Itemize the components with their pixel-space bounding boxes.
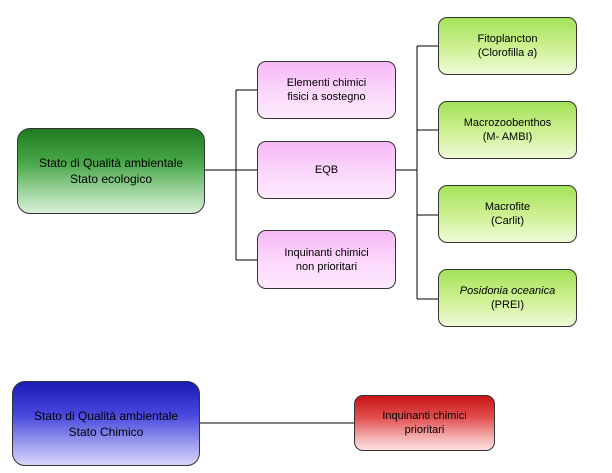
root-ecologico-line2: Stato ecologico bbox=[69, 172, 153, 186]
fitoplancton-index-prefix: (Clorofilla bbox=[477, 47, 528, 59]
node-posidonia-oceanica: Posidonia oceanica (PREI) bbox=[438, 269, 577, 327]
elementi-line2: fisici a sostegno bbox=[287, 91, 366, 103]
fitoplancton-index: (Clorofilla a) bbox=[478, 46, 537, 60]
root-chimico-line2: Stato Chimico bbox=[68, 424, 144, 439]
node-macrofite: Macrofite (Carlit) bbox=[438, 185, 577, 243]
macrozoobenthos-index: (M- AMBI) bbox=[482, 131, 533, 143]
node-macrozoobenthos: Macrozoobenthos (M- AMBI) bbox=[438, 101, 577, 159]
fitoplancton-name: Fitoplancton bbox=[477, 33, 538, 45]
fitoplancton-index-italic: a bbox=[527, 47, 534, 59]
node-eqb: EQB bbox=[257, 141, 396, 199]
macrofite-name: Macrofite bbox=[484, 201, 531, 213]
node-inquinanti-prioritari: Inquinanti chimici prioritari bbox=[354, 395, 495, 451]
elementi-line1: Elementi chimici bbox=[286, 77, 367, 89]
inquinanti-non-line1: Inquinanti chimici bbox=[284, 246, 369, 259]
inquinanti-prior-line2: prioritari bbox=[404, 424, 445, 436]
fitoplancton-index-suffix: ) bbox=[533, 47, 538, 59]
posidonia-name: Posidonia oceanica bbox=[459, 285, 556, 297]
macrofite-index: (Carlit) bbox=[491, 215, 524, 227]
root-stato-ecologico: Stato di Qualità ambientale Stato ecolog… bbox=[17, 128, 205, 214]
eqb-label: EQB bbox=[314, 164, 339, 176]
macrozoobenthos-name: Macrozoobenthos bbox=[463, 117, 552, 129]
root-stato-chimico: Stato di Qualità ambientale Stato Chimic… bbox=[12, 381, 200, 466]
node-elementi-chimici-fisici: Elementi chimici fisici a sostegno bbox=[257, 61, 396, 119]
node-inquinanti-non-prioritari: Inquinanti chimici non prioritari bbox=[257, 230, 396, 289]
posidonia-index: (PREI) bbox=[491, 299, 524, 311]
node-fitoplancton: Fitoplancton (Clorofilla a) bbox=[438, 17, 577, 75]
root-chimico-line1: Stato di Qualità ambientale bbox=[33, 408, 179, 423]
inquinanti-non-line2: non prioritari bbox=[295, 260, 358, 273]
inquinanti-prior-line1: Inquinanti chimici bbox=[382, 410, 467, 422]
root-ecologico-line1: Stato di Qualità ambientale bbox=[38, 156, 184, 170]
